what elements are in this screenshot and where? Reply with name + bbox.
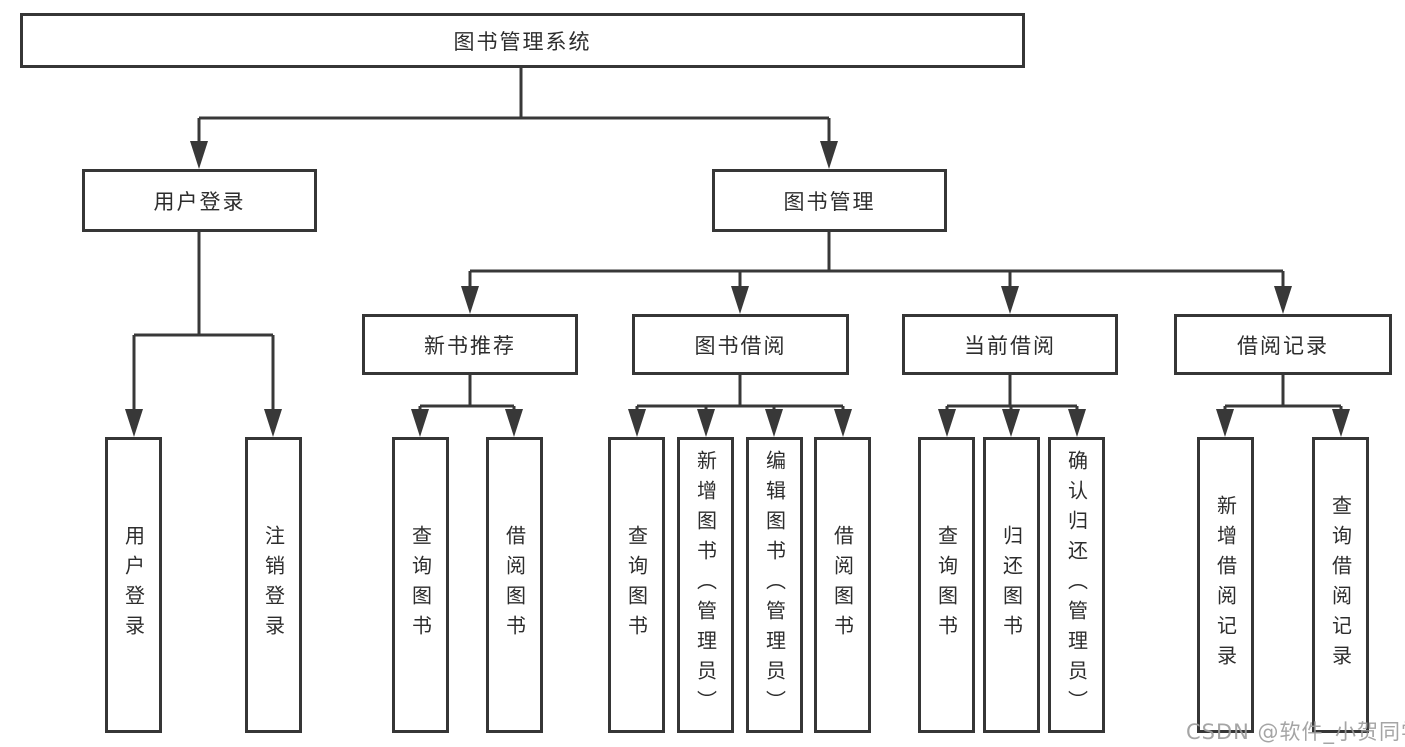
node-label: 查询图书 [408, 525, 433, 645]
node-new-book-recommend: 新书推荐 [362, 314, 578, 375]
arrowheads [125, 141, 1350, 437]
node-book-borrowing: 图书借阅 [632, 314, 849, 375]
node-label: 查询图书 [934, 525, 959, 645]
node-label: 图书管理 [783, 189, 876, 214]
node-label: 借阅记录 [1237, 333, 1329, 358]
leaf-user-login: 用户登录 [105, 437, 162, 733]
node-label: 编辑图书（管理员） [762, 450, 787, 720]
leaf-return-books: 归还图书 [983, 437, 1040, 733]
node-label: 借阅图书 [502, 525, 527, 645]
leaf-query-books-borrowing: 查询图书 [608, 437, 665, 733]
node-label: 查询图书 [624, 525, 649, 645]
node-root: 图书管理系统 [20, 13, 1025, 68]
node-label: 借阅图书 [830, 525, 855, 645]
node-label: 用户登录 [121, 525, 146, 645]
node-label: 当前借阅 [964, 333, 1056, 358]
leaf-query-books-recommend: 查询图书 [392, 437, 449, 733]
leaf-add-book-admin: 新增图书（管理员） [677, 437, 734, 733]
node-label: 归还图书 [999, 525, 1024, 645]
node-book-management: 图书管理 [712, 169, 947, 232]
leaf-borrow-books: 借阅图书 [814, 437, 871, 733]
node-label: 新增图书（管理员） [693, 450, 718, 720]
node-user-login: 用户登录 [82, 169, 317, 232]
leaf-confirm-return-admin: 确认归还（管理员） [1048, 437, 1105, 733]
node-label: 图书借阅 [694, 333, 787, 358]
leaf-borrow-books-recommend: 借阅图书 [486, 437, 543, 733]
csdn-watermark: CSDN @软件_小贺同学 [1186, 720, 1405, 744]
leaf-add-borrow-record: 新增借阅记录 [1197, 437, 1254, 733]
node-label: 确认归还（管理员） [1064, 450, 1089, 720]
node-current-borrowing: 当前借阅 [902, 314, 1118, 375]
node-label: 用户登录 [153, 189, 246, 214]
node-label: 查询借阅记录 [1328, 495, 1353, 675]
leaf-query-books-current: 查询图书 [918, 437, 975, 733]
node-label: 注销登录 [261, 525, 286, 645]
node-label: 新增借阅记录 [1213, 495, 1238, 675]
node-label: 新书推荐 [424, 333, 516, 358]
leaf-logout: 注销登录 [245, 437, 302, 733]
node-borrowing-records: 借阅记录 [1174, 314, 1392, 375]
node-label: 图书管理系统 [453, 29, 592, 54]
leaf-query-borrow-record: 查询借阅记录 [1312, 437, 1369, 733]
leaf-edit-book-admin: 编辑图书（管理员） [746, 437, 803, 733]
